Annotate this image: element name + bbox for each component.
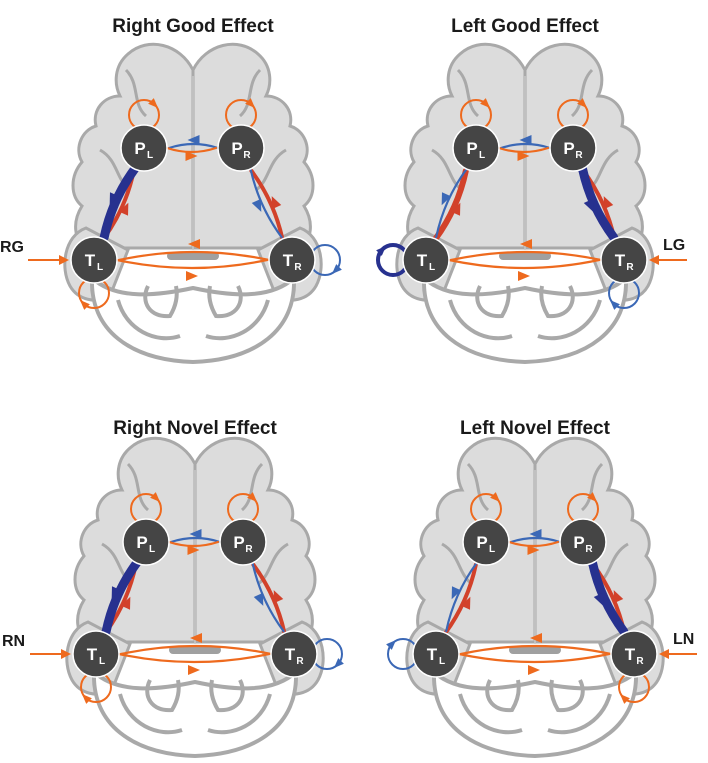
self-loop-arrowhead [329,264,342,277]
node-label: T [417,251,428,270]
node-pr: PR [220,519,266,565]
node-subscript: L [97,262,103,273]
node-subscript: L [147,150,153,161]
external-input: LN [659,631,697,659]
node-pl: PL [463,519,509,565]
input-label: RN [2,633,25,650]
panel-title: Right Novel Effect [113,418,277,439]
external-input: LG [649,237,687,265]
brain-outline [397,44,653,362]
node-label: P [136,533,147,552]
edge-arrowhead [188,665,200,675]
node-label: P [466,139,477,158]
node-label: T [87,645,98,664]
panel-title: Left Good Effect [451,16,599,37]
self-loop-arrowhead [331,658,344,671]
input-label: RG [0,239,24,256]
edge-arrowhead [186,271,198,281]
node-label: T [615,251,626,270]
edge-tl-to-tr [449,260,599,268]
node-label: T [85,251,96,270]
node-subscript: R [294,262,302,273]
node-pr: PR [550,125,596,171]
node-label: P [563,139,574,158]
node-subscript: R [626,262,634,273]
node-subscript: L [429,262,435,273]
panel-title: Right Good Effect [112,16,274,37]
node-subscript: R [296,656,304,667]
edge-tl-to-tr [119,654,269,662]
node-label: P [233,533,244,552]
node-label: T [285,645,296,664]
edge-tl-to-tr [459,654,609,662]
external-input: RN [2,633,71,659]
node-subscript: L [489,544,495,555]
node-label: T [625,645,636,664]
node-subscript: R [575,150,583,161]
input-label: LG [663,237,685,254]
node-subscript: R [636,656,644,667]
node-subscript: L [479,150,485,161]
edge-arrowhead [528,665,540,675]
external-input: RG [0,239,69,265]
node-label: T [427,645,438,664]
node-subscript: R [245,544,253,555]
node-subscript: L [439,656,445,667]
node-label: T [283,251,294,270]
node-label: P [476,533,487,552]
node-pr: PR [560,519,606,565]
self-loop-arrowhead [386,637,399,650]
node-subscript: L [149,544,155,555]
node-label: P [134,139,145,158]
panel-title: Left Novel Effect [460,418,611,439]
brain-outline [407,438,663,756]
brain-outline [67,438,323,756]
node-tl: TL [73,631,119,677]
node-subscript: L [99,656,105,667]
node-label: P [231,139,242,158]
brain-outline [65,44,321,362]
input-label: LN [673,631,694,648]
node-pl: PL [121,125,167,171]
edge-arrowhead [518,271,530,281]
edge-tl-to-tr [117,260,267,268]
node-subscript: R [585,544,593,555]
node-subscript: R [243,150,251,161]
node-tr: TR [269,237,315,283]
node-label: P [573,533,584,552]
